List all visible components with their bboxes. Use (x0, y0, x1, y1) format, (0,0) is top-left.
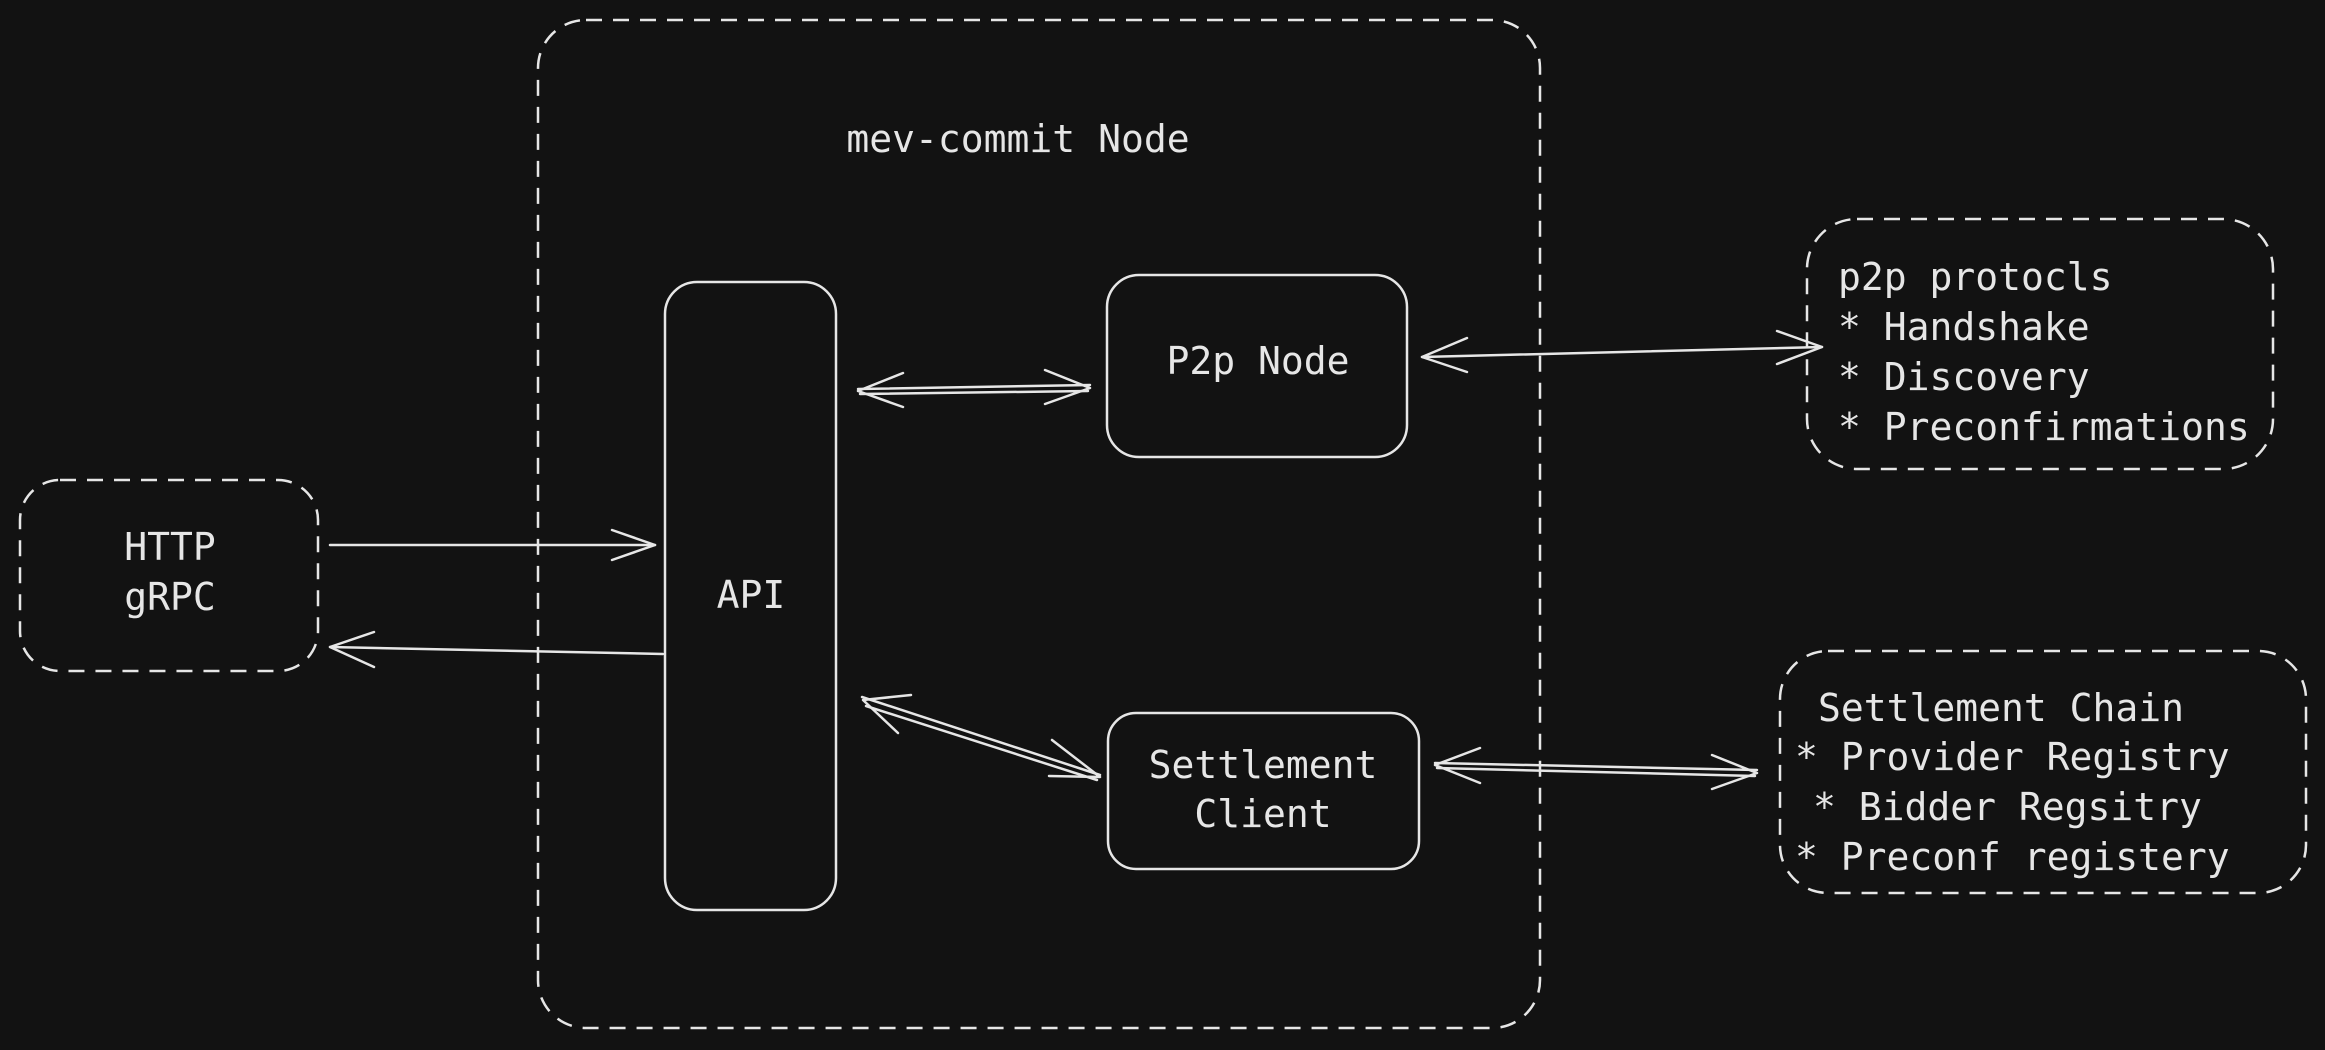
p2p-node-box (1105, 273, 1409, 459)
node-container-title: mev-commit Node (846, 117, 1189, 161)
p2p-protocol-item: * Discovery (1838, 355, 2090, 399)
arrow-api-p2p-node (856, 368, 1092, 409)
p2p-node-label: P2p Node (1166, 339, 1349, 383)
arrow-p2p-node-protocols (1420, 329, 1824, 374)
settlement-chain-item: * Bidder Regsitry (1813, 785, 2202, 829)
p2p-protocol-item: * Handshake (1838, 305, 2090, 349)
api-box (663, 280, 838, 912)
settlement-client-label-line2: Client (1194, 792, 1331, 836)
settlement-client-box (1106, 711, 1421, 871)
arrow-api-to-http (328, 630, 665, 669)
http-grpc-box (18, 478, 320, 673)
arrow-settlement-client-chain (1433, 746, 1759, 791)
node-container (536, 18, 1542, 1030)
arrow-http-to-api (328, 528, 657, 562)
settlement-chain-title: Settlement Chain (1818, 686, 2184, 730)
p2p-protocols-title: p2p protocls (1838, 255, 2113, 299)
http-label: HTTP (124, 525, 216, 569)
p2p-protocols-box (1805, 217, 2275, 471)
grpc-label: gRPC (124, 575, 216, 619)
p2p-protocol-item: * Preconfirmations (1838, 405, 2250, 449)
settlement-chain-item: * Provider Registry (1795, 735, 2230, 779)
settlement-client-label-line1: Settlement (1149, 743, 1378, 787)
settlement-chain-item: * Preconf registery (1795, 835, 2230, 879)
arrow-api-settlement-client (860, 693, 1102, 782)
api-label: API (717, 573, 786, 617)
settlement-chain-box (1778, 649, 2308, 895)
